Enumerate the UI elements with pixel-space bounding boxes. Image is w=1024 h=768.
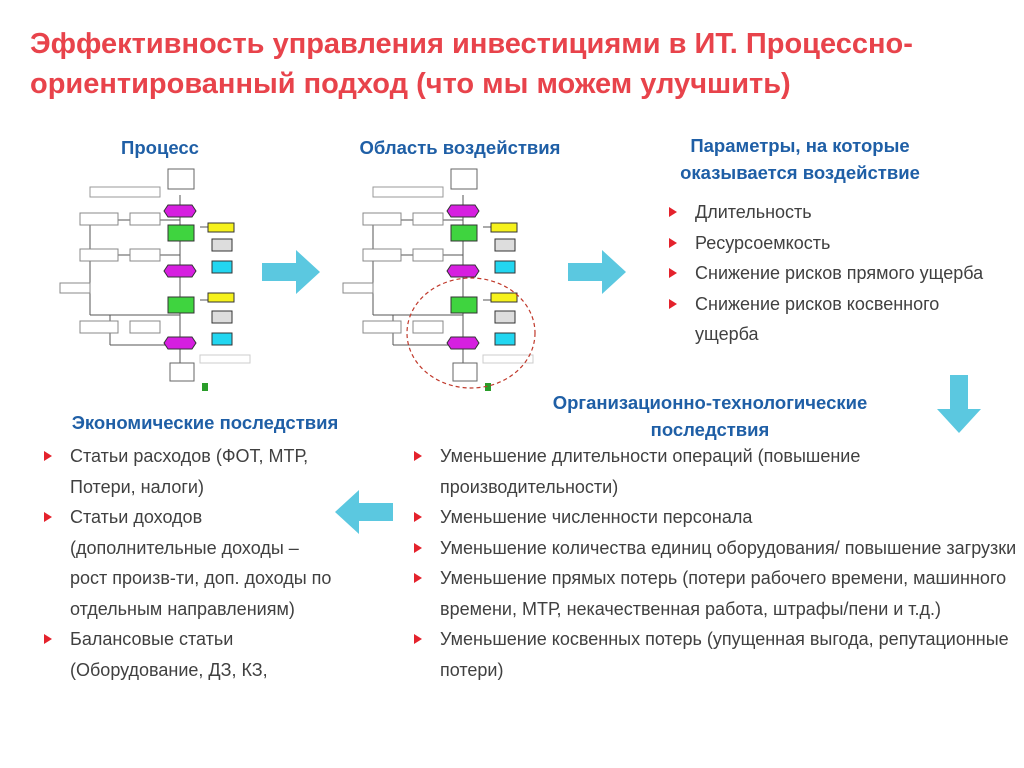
org-list: Уменьшение длительности операций (повыше… [410, 441, 1020, 685]
header-params: Параметры, на которые оказывается воздей… [680, 135, 920, 183]
process-diagram-icon [59, 168, 251, 391]
list-item: Снижение рисков прямого ущерба [665, 258, 995, 289]
page-title: Эффективность управления инвестициями в … [30, 28, 913, 100]
list-item: Балансовые статьи (Оборудование, ДЗ, КЗ, [40, 624, 340, 685]
arrow-right-icon [262, 250, 320, 294]
list-item: Уменьшение численности персонала [410, 502, 1020, 533]
impact-diagram-icon [342, 168, 536, 391]
list-item: Уменьшение косвенных потерь (упущенная в… [410, 624, 1020, 685]
list-item: Снижение рисков косвенного ущерба [665, 289, 995, 350]
list-item: Уменьшение прямых потерь (потери рабочег… [410, 563, 1020, 624]
arrow-right-icon [568, 250, 626, 294]
econ-list: Статьи расходов (ФОТ, МТР, Потери, налог… [40, 441, 340, 685]
list-item: Ресурсоемкость [665, 228, 995, 259]
arrow-left-icon [335, 490, 393, 534]
list-item: Уменьшение длительности операций (повыше… [410, 441, 1020, 502]
params-list: Длительность Ресурсоемкость Снижение рис… [665, 197, 995, 350]
list-item: Статьи расходов (ФОТ, МТР, Потери, налог… [40, 441, 340, 502]
header-econ: Экономические последствия [71, 412, 339, 433]
header-org: Организационно-технологические последств… [552, 392, 868, 440]
list-item: Уменьшение количества единиц оборудовани… [410, 533, 1020, 564]
list-item: Длительность [665, 197, 995, 228]
list-item: Статьи доходов (дополнительные доходы – … [40, 502, 340, 624]
arrow-down-icon [937, 375, 981, 433]
header-process: Процесс [121, 137, 199, 158]
header-area: Область воздействия [359, 137, 561, 158]
